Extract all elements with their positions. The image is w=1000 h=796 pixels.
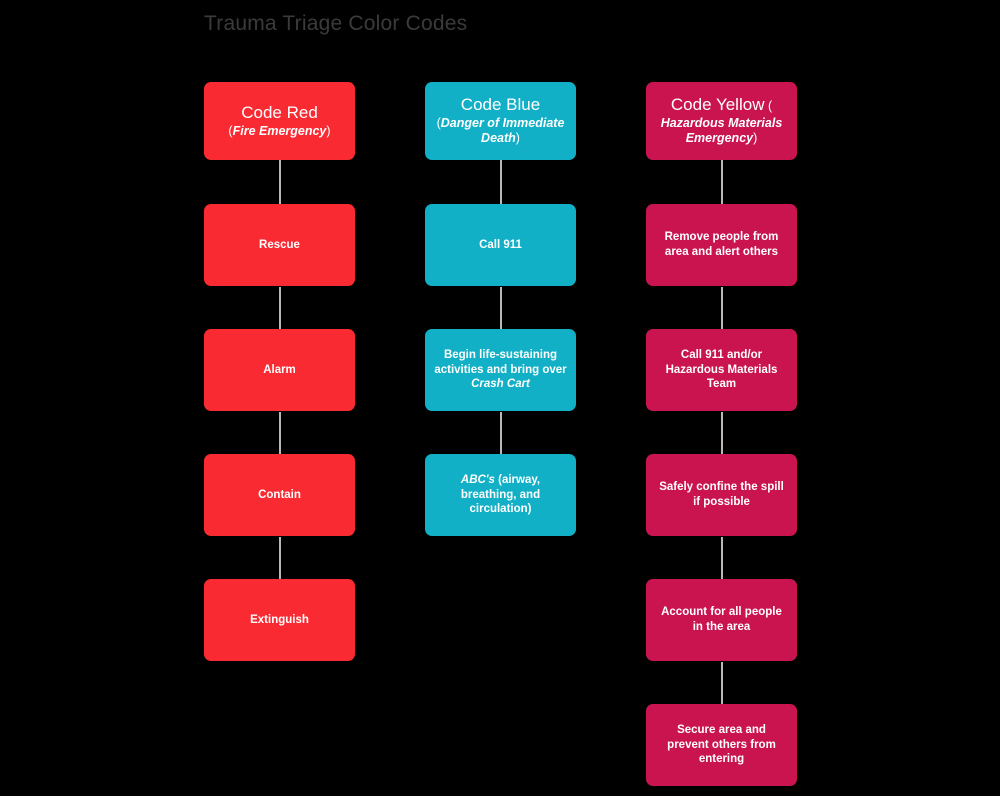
connector-red-1	[279, 160, 281, 205]
code-yellow-subtitle: Hazardous Materials Emergency)	[660, 116, 783, 146]
connector-yellow-4	[721, 537, 723, 581]
connector-yellow-3	[721, 412, 723, 456]
node-blue-step-2[interactable]: Begin life-sustaining activities and bri…	[425, 329, 576, 411]
node-yellow-step-2-label: Call 911 and/or Hazardous Materials Team	[665, 348, 778, 391]
code-blue-title: Code Blue	[460, 95, 541, 115]
node-red-step-4[interactable]: Extinguish	[204, 579, 355, 661]
connector-blue-3	[500, 412, 502, 456]
node-red-step-4-label: Extinguish	[250, 613, 309, 626]
connector-red-4	[279, 537, 281, 581]
connector-red-2	[279, 287, 281, 331]
node-blue-step-3-label: (airway, breathing, and circulation)	[460, 473, 541, 516]
node-yellow-step-3-label: Safely confine the spill if possible	[659, 481, 784, 508]
node-yellow-step-4[interactable]: Account for all people in the area	[646, 579, 797, 661]
node-yellow-step-5-label: Secure area and prevent others from ente…	[667, 723, 776, 766]
node-red-step-1[interactable]: Rescue	[204, 204, 355, 286]
node-yellow-step-3[interactable]: Safely confine the spill if possible	[646, 454, 797, 536]
connector-yellow-1	[721, 160, 723, 205]
node-yellow-step-1-label: Remove people from area and alert others	[664, 231, 779, 258]
node-blue-step-1-label: Call 911	[479, 238, 522, 251]
node-yellow-step-2[interactable]: Call 911 and/or Hazardous Materials Team	[646, 329, 797, 411]
node-blue-step-2-label: Begin life-sustaining activities and bri…	[434, 348, 567, 376]
connector-blue-2	[500, 287, 502, 331]
node-blue-step-1[interactable]: Call 911	[425, 204, 576, 286]
node-red-step-1-label: Rescue	[259, 238, 300, 251]
node-red-step-2[interactable]: Alarm	[204, 329, 355, 411]
node-blue-step-2-emphasis: Crash Cart	[471, 378, 530, 391]
node-code-yellow-header[interactable]: Code Yellow ( Hazardous Materials Emerge…	[646, 82, 797, 160]
code-blue-subtitle: (Danger of Immediate Death)	[436, 116, 565, 146]
connector-red-3	[279, 412, 281, 456]
node-code-red-header[interactable]: Code Red (Fire Emergency)	[204, 82, 355, 160]
page-title: Trauma Triage Color Codes	[204, 12, 468, 35]
node-red-step-3[interactable]: Contain	[204, 454, 355, 536]
node-blue-step-3-emphasis: ABC's	[460, 473, 495, 486]
node-yellow-step-1[interactable]: Remove people from area and alert others	[646, 204, 797, 286]
node-red-step-3-label: Contain	[258, 488, 301, 501]
node-yellow-step-5[interactable]: Secure area and prevent others from ente…	[646, 704, 797, 786]
node-yellow-step-4-label: Account for all people in the area	[661, 606, 782, 633]
connector-blue-1	[500, 160, 502, 205]
code-yellow-title: Code Yellow (	[670, 95, 773, 115]
code-red-subtitle: (Fire Emergency)	[228, 123, 331, 138]
node-blue-step-3[interactable]: ABC's (airway, breathing, and circulatio…	[425, 454, 576, 536]
connector-yellow-2	[721, 287, 723, 331]
code-red-title: Code Red	[241, 103, 318, 122]
node-red-step-2-label: Alarm	[263, 363, 296, 376]
connector-yellow-5	[721, 662, 723, 706]
node-code-blue-header[interactable]: Code Blue (Danger of Immediate Death)	[425, 82, 576, 160]
